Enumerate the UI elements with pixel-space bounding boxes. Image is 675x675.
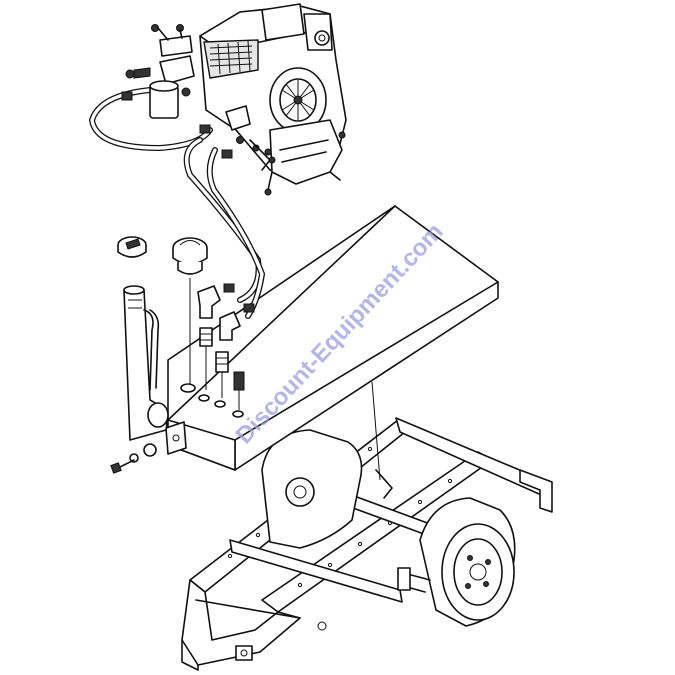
trailer-wheel: [397, 497, 516, 627]
fuel-filter: [125, 24, 195, 119]
tank-bracket: [110, 421, 187, 474]
engine: [199, 3, 347, 196]
filler-neck: [123, 285, 169, 441]
trailer-fender-rear: [261, 429, 363, 549]
fuel-tank: [167, 205, 499, 471]
elbow-fittings: [197, 285, 245, 410]
fuel-hoses: [88, 87, 266, 319]
tank-ports: [180, 383, 244, 418]
vent-cap: [172, 237, 208, 390]
fuel-cap: [117, 236, 147, 258]
